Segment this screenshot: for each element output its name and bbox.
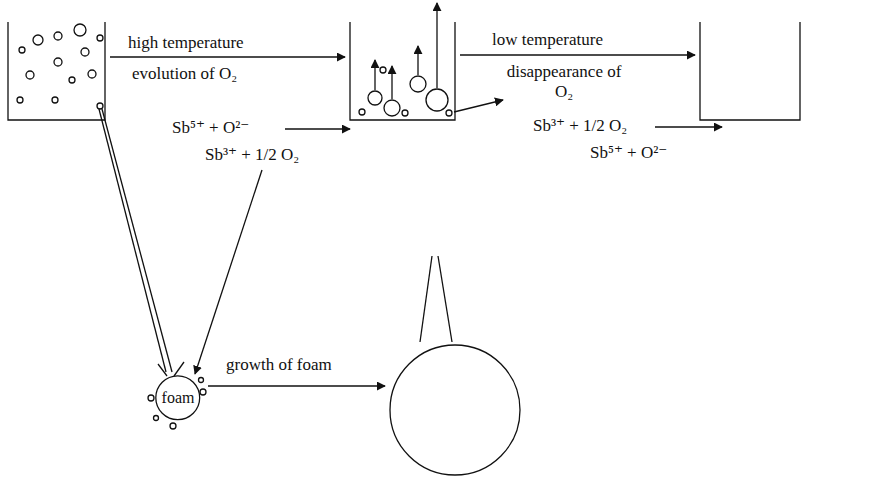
- process-arrow: [110, 56, 345, 57]
- beaker: [8, 22, 105, 120]
- annotation-label: high temperature: [128, 33, 244, 53]
- bubbles: [17, 24, 103, 109]
- magnify-lines: [420, 256, 452, 342]
- beaker: [350, 22, 455, 120]
- annotation-label: Sb⁵⁺ + O²⁻: [172, 118, 249, 138]
- rise-arrows: [375, 3, 437, 99]
- annotation-label: evolution of O₂: [132, 64, 237, 84]
- beaker: [700, 22, 800, 120]
- node-text: foam: [162, 389, 195, 407]
- annotation-label: Sb⁵⁺ + O²⁻: [590, 143, 667, 163]
- process-arrow: [460, 54, 695, 55]
- grown-foam: [390, 345, 520, 475]
- magnify-lines: [99, 109, 184, 376]
- annotation-label: disappearance of O₂: [506, 62, 622, 102]
- annotation-label: Sb³⁺ + 1/2 O₂: [205, 145, 299, 165]
- foam-bubble: foam: [155, 375, 200, 420]
- rising-bubbles: [359, 67, 452, 116]
- leader-arrow: [454, 100, 503, 112]
- reaction-arrow: [655, 126, 722, 127]
- annotation-label: low temperature: [492, 30, 603, 50]
- reaction-arrow: [285, 128, 350, 129]
- annotation-label: growth of foam: [226, 355, 332, 375]
- leader-arrow: [195, 170, 262, 374]
- growth-arrow: [208, 385, 385, 386]
- annotation-label: Sb³⁺ + 1/2 O₂: [533, 116, 627, 136]
